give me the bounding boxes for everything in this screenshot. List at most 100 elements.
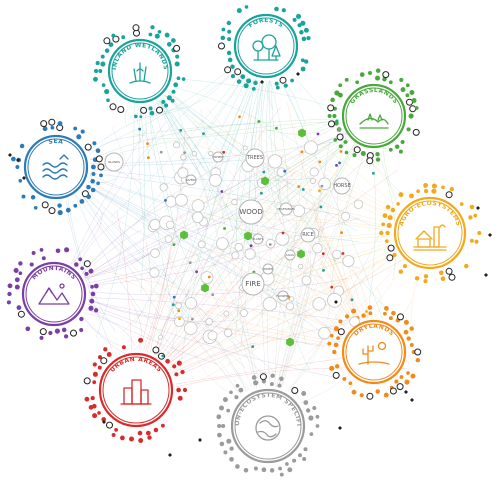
hub-urban-areas[interactable]: URBAN AREAS bbox=[98, 352, 174, 428]
satellite-dot bbox=[234, 68, 242, 76]
marker-diamond bbox=[260, 80, 264, 84]
connection-line bbox=[266, 181, 282, 387]
satellite-dot bbox=[423, 182, 429, 188]
satellite-dot bbox=[448, 273, 456, 281]
satellite-dot bbox=[243, 468, 249, 473]
minor-dot bbox=[146, 142, 149, 146]
concept-node-label: PLANTS bbox=[253, 237, 264, 241]
satellite-dot bbox=[88, 405, 94, 410]
concept-node-fishery[interactable]: FISHERY bbox=[212, 151, 224, 163]
satellite-dot bbox=[112, 35, 120, 43]
hub-drylands-ring bbox=[341, 319, 407, 385]
satellite-dot bbox=[48, 118, 56, 126]
satellite-dot bbox=[243, 83, 249, 89]
satellite-dot bbox=[405, 83, 410, 88]
minor-node bbox=[223, 310, 230, 317]
hub-mountains[interactable]: MOUNTAINS bbox=[21, 261, 87, 327]
concept-node-trees[interactable]: TREES bbox=[245, 148, 265, 168]
connection-line bbox=[90, 168, 313, 181]
connection-line bbox=[169, 302, 271, 369]
concept-node-horse[interactable]: HORSE bbox=[333, 177, 351, 195]
satellite-dot bbox=[360, 150, 366, 157]
hub-sea[interactable]: SEA bbox=[23, 134, 89, 200]
connection-line bbox=[139, 105, 145, 293]
satellite-dot bbox=[92, 413, 98, 419]
minor-dot bbox=[335, 164, 338, 167]
connection-line bbox=[89, 177, 361, 269]
satellite-dot bbox=[459, 202, 464, 206]
connection-line bbox=[348, 377, 360, 390]
minor-node bbox=[309, 167, 319, 177]
connection-line bbox=[75, 195, 161, 318]
satellite-dot bbox=[54, 328, 60, 334]
satellite-dot bbox=[176, 360, 182, 366]
minor-node bbox=[292, 204, 306, 218]
connection-line bbox=[194, 241, 393, 287]
satellite-dot bbox=[100, 357, 108, 365]
satellite-dot bbox=[95, 148, 101, 154]
satellite-dot bbox=[103, 37, 111, 45]
hub-forests[interactable]: FORESTS bbox=[233, 13, 299, 79]
satellite-dot bbox=[83, 377, 91, 385]
concept-node-fire[interactable]: FIRE bbox=[241, 272, 265, 296]
concept-node-rivers[interactable]: RIVERS bbox=[185, 174, 197, 186]
satellite-dot bbox=[416, 189, 420, 194]
concept-node-flowers[interactable]: FLOWERS bbox=[276, 290, 290, 302]
satellite-dot bbox=[166, 95, 172, 101]
connection-line bbox=[157, 101, 310, 372]
connection-line bbox=[84, 226, 183, 278]
marker-diamond bbox=[102, 420, 106, 424]
satellite-dot bbox=[300, 20, 306, 26]
satellite-dot bbox=[70, 329, 77, 337]
satellite-dot bbox=[18, 261, 23, 266]
connection-line bbox=[144, 105, 176, 321]
satellite-dot bbox=[281, 8, 286, 13]
hub-agro-ecosystems[interactable]: AGRO-ECOSYSTEMS bbox=[393, 196, 467, 270]
satellite-dot bbox=[96, 181, 100, 186]
connection-line bbox=[158, 100, 206, 172]
concept-node-rice[interactable]: RICE bbox=[300, 227, 316, 243]
satellite-dot bbox=[117, 106, 125, 113]
satellite-dot bbox=[399, 77, 404, 82]
satellite-dot bbox=[269, 468, 275, 473]
minor-dot bbox=[147, 156, 150, 160]
minor-node bbox=[149, 267, 160, 278]
hub-grasslands[interactable]: GRASSLANDS bbox=[341, 83, 407, 149]
concept-node-wood[interactable]: WOOD bbox=[238, 199, 264, 225]
satellite-dot bbox=[226, 50, 232, 56]
concept-node-soils[interactable]: SOILS bbox=[284, 249, 296, 261]
satellite-dot bbox=[292, 458, 297, 463]
minor-dot bbox=[195, 270, 199, 274]
satellite-dot bbox=[106, 421, 113, 429]
satellite-dot bbox=[15, 165, 20, 169]
connection-line bbox=[80, 191, 175, 285]
satellite-dot bbox=[240, 74, 246, 80]
connection-line bbox=[146, 203, 191, 352]
hub-drylands[interactable]: DRYLANDS bbox=[341, 319, 407, 385]
concept-node-plants[interactable]: PLANTS bbox=[252, 233, 264, 245]
minor-dot bbox=[283, 169, 287, 173]
connection-line bbox=[201, 253, 398, 380]
connection-line bbox=[269, 80, 284, 218]
satellite-dot bbox=[439, 270, 444, 276]
hub-inland-wetlands[interactable]: INLAND WETLANDS bbox=[107, 38, 173, 104]
satellite-dot bbox=[251, 87, 256, 91]
satellite-dot bbox=[236, 79, 242, 84]
minor-node bbox=[312, 297, 326, 311]
concept-node-label: RICE bbox=[302, 232, 314, 238]
minor-node bbox=[242, 145, 248, 151]
concept-node-vegetables[interactable]: VEGETABLES bbox=[277, 202, 295, 216]
satellite-dot bbox=[368, 311, 373, 316]
connection-line bbox=[88, 278, 349, 296]
connection-line bbox=[365, 150, 376, 329]
connection-line bbox=[342, 251, 365, 319]
connection-line bbox=[279, 78, 392, 343]
satellite-dot bbox=[283, 83, 288, 88]
concept-node-islands[interactable]: ISLANDS bbox=[104, 152, 124, 172]
connection-line bbox=[270, 80, 289, 215]
concept-node-water[interactable]: WATER bbox=[262, 263, 274, 275]
minor-node bbox=[297, 263, 304, 270]
connection-line bbox=[88, 134, 146, 156]
concept-nodes: WOOD FIRE TREES HORSE RICE ISLANDS FISHERY RIVE… bbox=[104, 148, 351, 302]
minor-dot bbox=[183, 151, 187, 155]
